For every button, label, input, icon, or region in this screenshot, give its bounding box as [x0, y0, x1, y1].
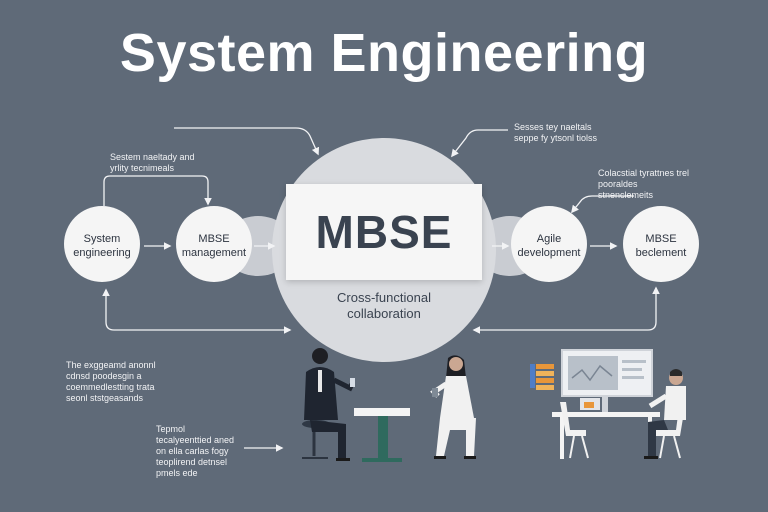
note-bottom-left-1: The exggeamd anonnl cdnsd poodesgin a co…: [66, 360, 156, 403]
arrow-right-loop: [571, 195, 634, 214]
note-top-left: Sestem naeltady and yrlity tecnimeals: [110, 152, 195, 173]
note-bottom-left-2: Tepmol tecalyeenttied aned on ella carla…: [156, 424, 235, 478]
node-label-system-engineering: System engineering: [73, 233, 131, 259]
workstation-illustration: [530, 349, 686, 459]
collaboration-caption: Cross-functional collaboration: [337, 290, 431, 321]
node-circle-system-engineering: [64, 206, 140, 282]
arrow-top-right-into-circle: [451, 129, 508, 158]
page-title: System Engineering: [119, 23, 649, 83]
node-circle-mbse-management: [176, 206, 252, 282]
mbse-box: MBSE: [286, 184, 482, 280]
meeting-illustration: [302, 348, 476, 462]
node-circle-agile-development: [511, 206, 587, 282]
arrow-top-into-circle: [174, 127, 320, 156]
node-label-agile-development: Agile development: [517, 233, 581, 259]
node-label-mbse-deployment: MBSE beclement: [635, 233, 687, 259]
note-top-right: Sesses tey naeltals seppe fy ytsonl tiol…: [514, 122, 598, 143]
note-right: Colacstial tyrattnes trel pooraldes stne…: [598, 168, 690, 200]
arrow-bottom-right-loop: [472, 286, 660, 334]
node-label-mbse-management: MBSE management: [181, 233, 247, 259]
node-circle-mbse-deployment: [623, 206, 699, 282]
arrow-bottom-left-loop: [102, 288, 292, 334]
arrow-loop-top-left: [103, 175, 212, 206]
